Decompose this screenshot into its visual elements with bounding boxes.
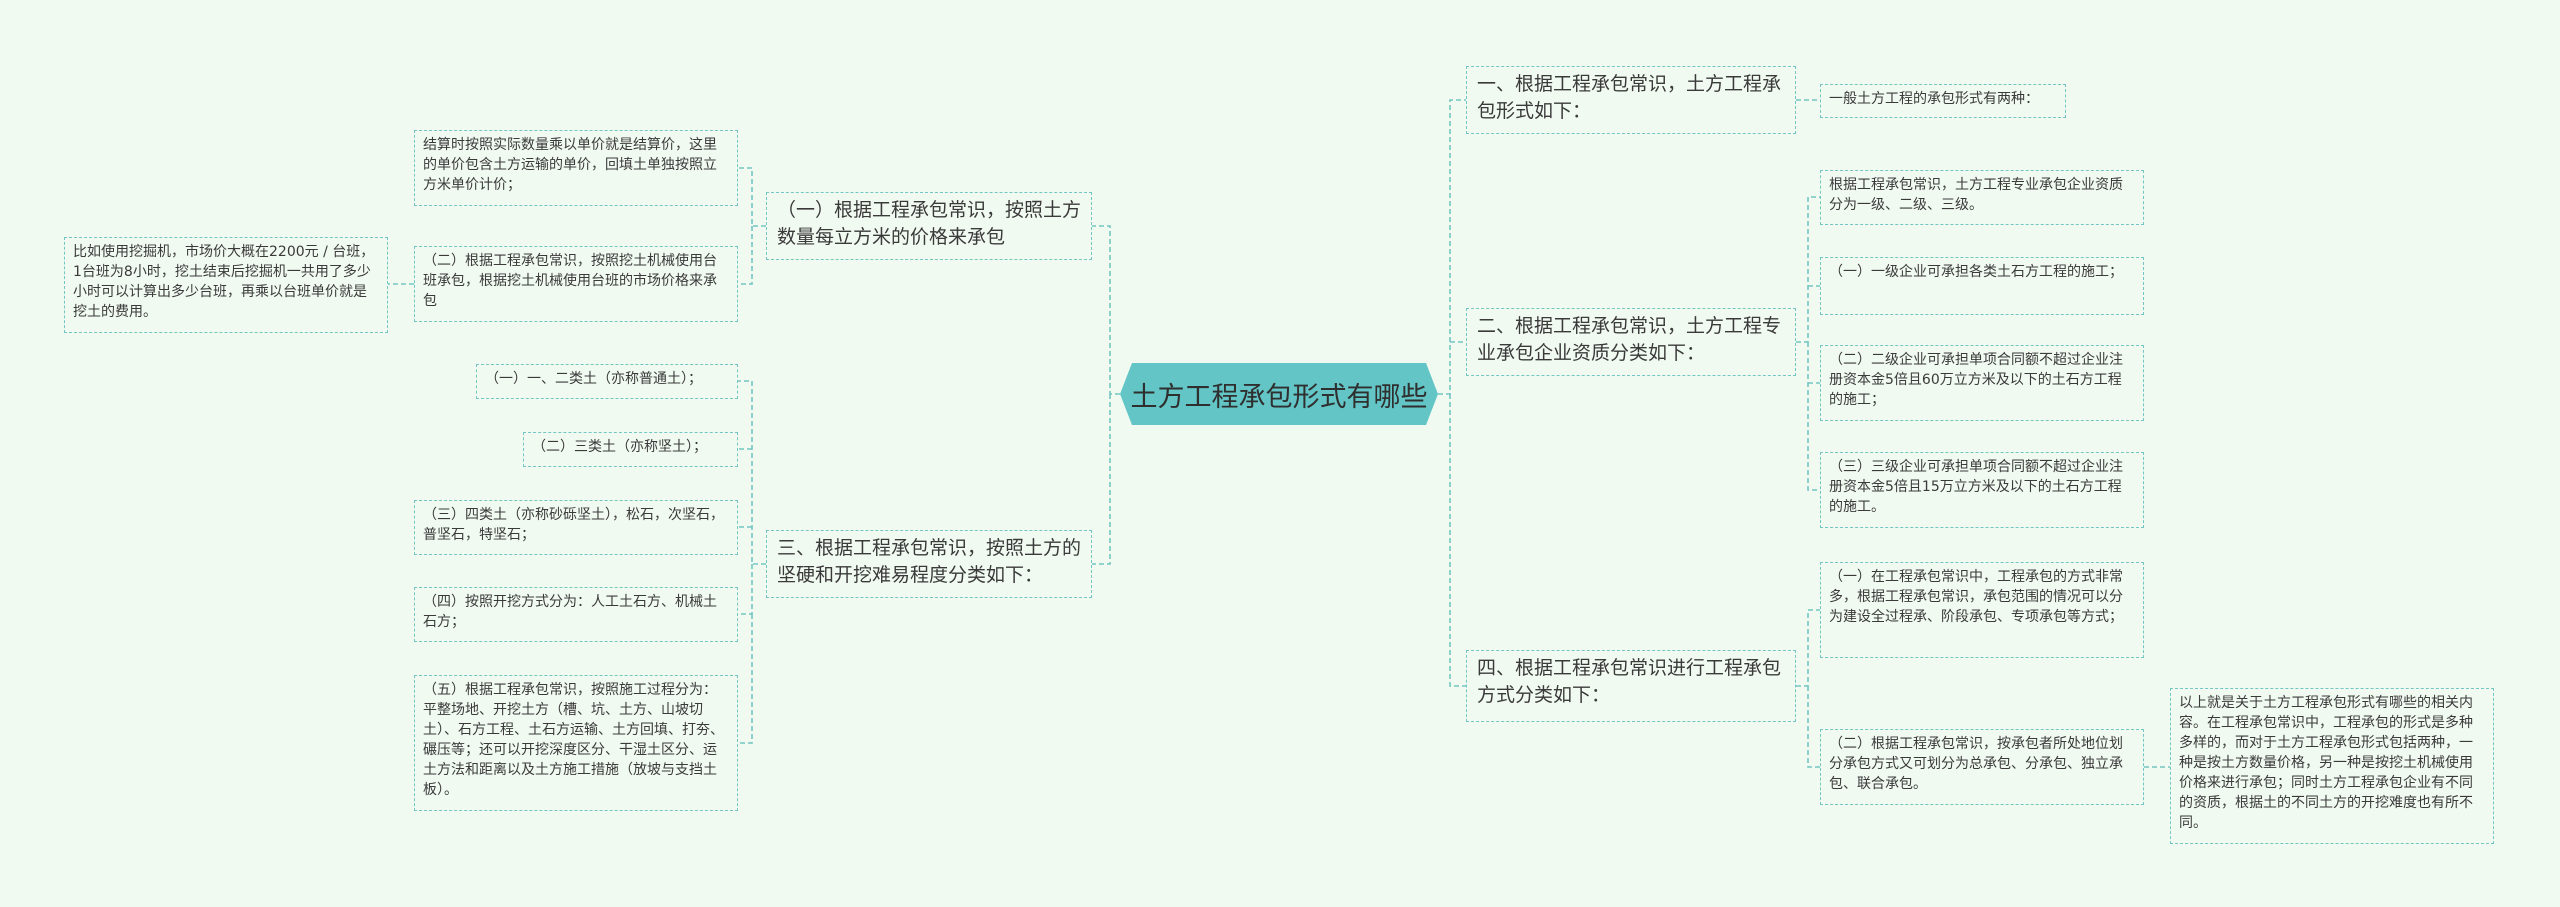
connector-root-right-1	[1438, 99, 1466, 395]
connector-right-2-item-1	[1796, 196, 1820, 343]
left-branch-1-item-1[interactable]: 结算时按照实际数量乘以单价就是结算价，这里的单价包含土方运输的单价，回填土单独按…	[414, 130, 738, 206]
right-branch-1[interactable]: 一、根据工程承包常识，土方工程承包形式如下：	[1466, 66, 1796, 134]
left-branch-3-item-3[interactable]: （三）四类土（亦称砂砾坚土），松石，次坚石，普坚石，特坚石；	[414, 500, 738, 555]
left-branch-3-item-1[interactable]: （一）一、二类土（亦称普通土）；	[476, 364, 738, 399]
connector-left-3-item-5	[738, 614, 753, 744]
left-branch-3-item-5[interactable]: （五）根据工程承包常识，按照施工过程分为：平整场地、开挖土方（槽、坑、土方、山坡…	[414, 675, 738, 811]
left-branch-1-item-2-note[interactable]: 比如使用挖掘机，市场价大概在2200元 / 台班，1台班为8小时，挖土结束后挖掘…	[64, 237, 388, 333]
right-branch-4-item-1[interactable]: （一）在工程承包常识中，工程承包的方式非常多，根据工程承包常识，承包范围的情况可…	[1820, 562, 2144, 658]
connector-right-2-item-4	[1807, 342, 1820, 491]
right-branch-1-item-1[interactable]: 一般土方工程的承包形式有两种：	[1820, 84, 2066, 118]
right-branch-2[interactable]: 二、根据工程承包常识，土方工程专业承包企业资质分类如下：	[1466, 308, 1796, 376]
connector-left-1-item-2	[738, 226, 753, 285]
right-branch-4[interactable]: 四、根据工程承包常识进行工程承包方式分类如下：	[1466, 650, 1796, 722]
root-topic-title: 土方工程承包形式有哪些	[1130, 381, 1428, 413]
left-branch-3-item-4[interactable]: （四）按照开挖方式分为：人工土石方、机械土石方；	[414, 587, 738, 642]
right-branch-2-item-1[interactable]: 根据工程承包常识，土方工程专业承包企业资质分为一级、二级、三级。	[1820, 170, 2144, 225]
right-branch-2-item-2[interactable]: （一）一级企业可承担各类土石方工程的施工；	[1820, 257, 2144, 315]
right-branch-2-item-3[interactable]: （二）二级企业可承担单项合同额不超过企业注册资本金5倍且60万立方米及以下的土石…	[1820, 345, 2144, 421]
left-branch-1[interactable]: （一）根据工程承包常识，按照土方数量每立方米的价格来承包	[766, 192, 1092, 260]
right-branch-4-item-2[interactable]: （二）根据工程承包常识，按承包者所处地位划分承包方式又可划分为总承包、分承包、独…	[1820, 729, 2144, 805]
connector-left-3-item-4	[738, 564, 753, 615]
left-branch-3-item-2[interactable]: （二）三类土（亦称坚土）；	[523, 432, 738, 467]
connector-right-4-item-1	[1796, 609, 1820, 687]
connector-root-left-3	[1092, 394, 1111, 565]
right-branch-2-item-4[interactable]: （三）三级企业可承担单项合同额不超过企业注册资本金5倍且15万立方米及以下的土石…	[1820, 452, 2144, 528]
root-topic[interactable]: 土方工程承包形式有哪些	[1120, 363, 1438, 425]
connector-left-1-item-1	[738, 167, 766, 227]
connector-root-right-4	[1449, 394, 1466, 687]
connector-root-left-1	[1092, 225, 1120, 395]
left-branch-1-item-2[interactable]: （二）根据工程承包常识，按照挖土机械使用台班承包，根据挖土机械使用台班的市场价格…	[414, 246, 738, 322]
connector-right-4-item-2	[1807, 686, 1820, 768]
left-branch-3[interactable]: 三、根据工程承包常识，按照土方的坚硬和开挖难易程度分类如下：	[766, 530, 1092, 598]
connector-left-3-item-1	[738, 380, 766, 565]
right-branch-4-item-2-note[interactable]: 以上就是关于土方工程承包形式有哪些的相关内容。在工程承包常识中，工程承包的形式是…	[2170, 688, 2494, 844]
